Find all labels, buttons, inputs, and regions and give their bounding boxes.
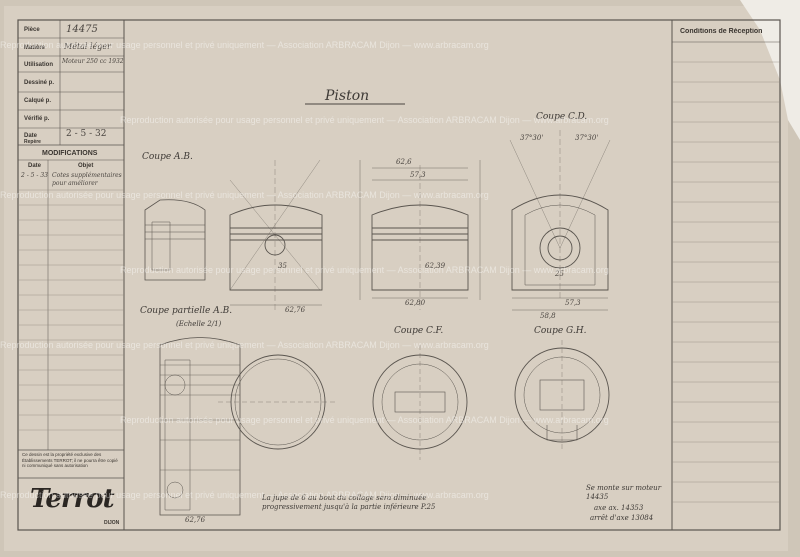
circle-top-view	[218, 354, 338, 450]
dim-10: 25	[554, 270, 564, 278]
piston-side-view	[359, 160, 481, 310]
watermark-row: Reproduction autorisée pour usage person…	[0, 40, 489, 50]
piston-front-view	[229, 159, 323, 310]
section-ab-view	[144, 199, 206, 281]
label-coupe-gh: Coupe G.H.	[534, 326, 587, 336]
modifications-row-objet: Cotes supplémentaires pour améliorer	[52, 172, 122, 187]
drawing-title: Piston	[325, 88, 370, 104]
dessine-label: Dessiné p.	[24, 80, 55, 86]
note-right-3: arrêt d'axe 13084	[590, 514, 654, 522]
dim-9: 58,8	[540, 312, 556, 320]
watermark-row: Reproduction autorisée pour usage person…	[120, 115, 609, 125]
partial-section-ab-view	[159, 337, 241, 516]
dim-3: 37°30'	[520, 134, 543, 142]
modifications-row-date: 2 - 5 - 33	[21, 172, 48, 179]
piece-value: 14475	[66, 24, 98, 35]
terrot-logo: Terrot	[30, 484, 115, 514]
watermark-row: Reproduction autorisée pour usage person…	[120, 415, 609, 425]
dim-6: 62,80	[405, 299, 426, 307]
label-coupe-ab: Coupe A.B.	[142, 152, 193, 162]
repere-label: Repère	[24, 139, 41, 145]
paper-background	[4, 6, 788, 551]
dim-12: 62,76	[185, 516, 206, 524]
calque-label: Calqué p.	[24, 98, 52, 104]
dim-2: 57,3	[410, 171, 426, 179]
watermark-row: Reproduction autorisée pour usage person…	[0, 190, 489, 200]
utilisation-value: Moteur 250 cc 1932	[62, 58, 124, 65]
watermark-row: Reproduction autorisée pour usage person…	[120, 265, 609, 275]
label-coupe-partielle: Coupe partielle A.B.	[140, 306, 233, 316]
note-right-1: Se monte sur moteur 14435	[586, 484, 662, 501]
date-value: 2 - 5 - 32	[66, 129, 107, 139]
dim-5: 62,76	[285, 306, 306, 314]
matiere-label: Matière	[24, 45, 46, 51]
modifications-title: MODIFICATIONS	[42, 150, 98, 157]
piece-label: Pièce	[24, 27, 40, 33]
note-right-2: axe ax. 14353	[594, 504, 644, 512]
dim-8: 57,3	[565, 299, 581, 307]
label-coupe-ef: Coupe C.F.	[394, 326, 444, 336]
note-bottom: La jupe de 6 au bout du collage sera dim…	[262, 494, 436, 511]
label-echelle: (Echelle 2/1)	[176, 320, 222, 328]
dim-7: 62,39	[425, 262, 446, 270]
dim-11: 35	[278, 262, 287, 270]
conditions-header: Conditions de Réception	[680, 28, 763, 35]
verifie-label: Vérifié p.	[24, 116, 50, 122]
dim-1: 62,6	[396, 158, 412, 166]
watermark-row: Reproduction autorisée pour usage person…	[0, 490, 489, 500]
section-gh-view	[514, 340, 610, 450]
section-cd-view	[509, 130, 611, 300]
label-coupe-cd: Coupe C.D.	[536, 112, 588, 122]
watermark-row: Reproduction autorisée pour usage person…	[0, 340, 489, 350]
section-ef-view	[372, 345, 468, 460]
modifications-col-objet: Objet	[78, 163, 94, 169]
date-label: Date	[24, 133, 38, 139]
dim-4: 37°30'	[575, 134, 598, 142]
legal-text: Ce dessin est la propriété exclusive des…	[22, 452, 118, 468]
utilisation-label: Utilisation	[24, 62, 54, 68]
modifications-col-date: Date	[28, 163, 42, 169]
brand-city: DIJON	[104, 520, 120, 526]
matiere-value: Métal léger	[64, 42, 111, 51]
